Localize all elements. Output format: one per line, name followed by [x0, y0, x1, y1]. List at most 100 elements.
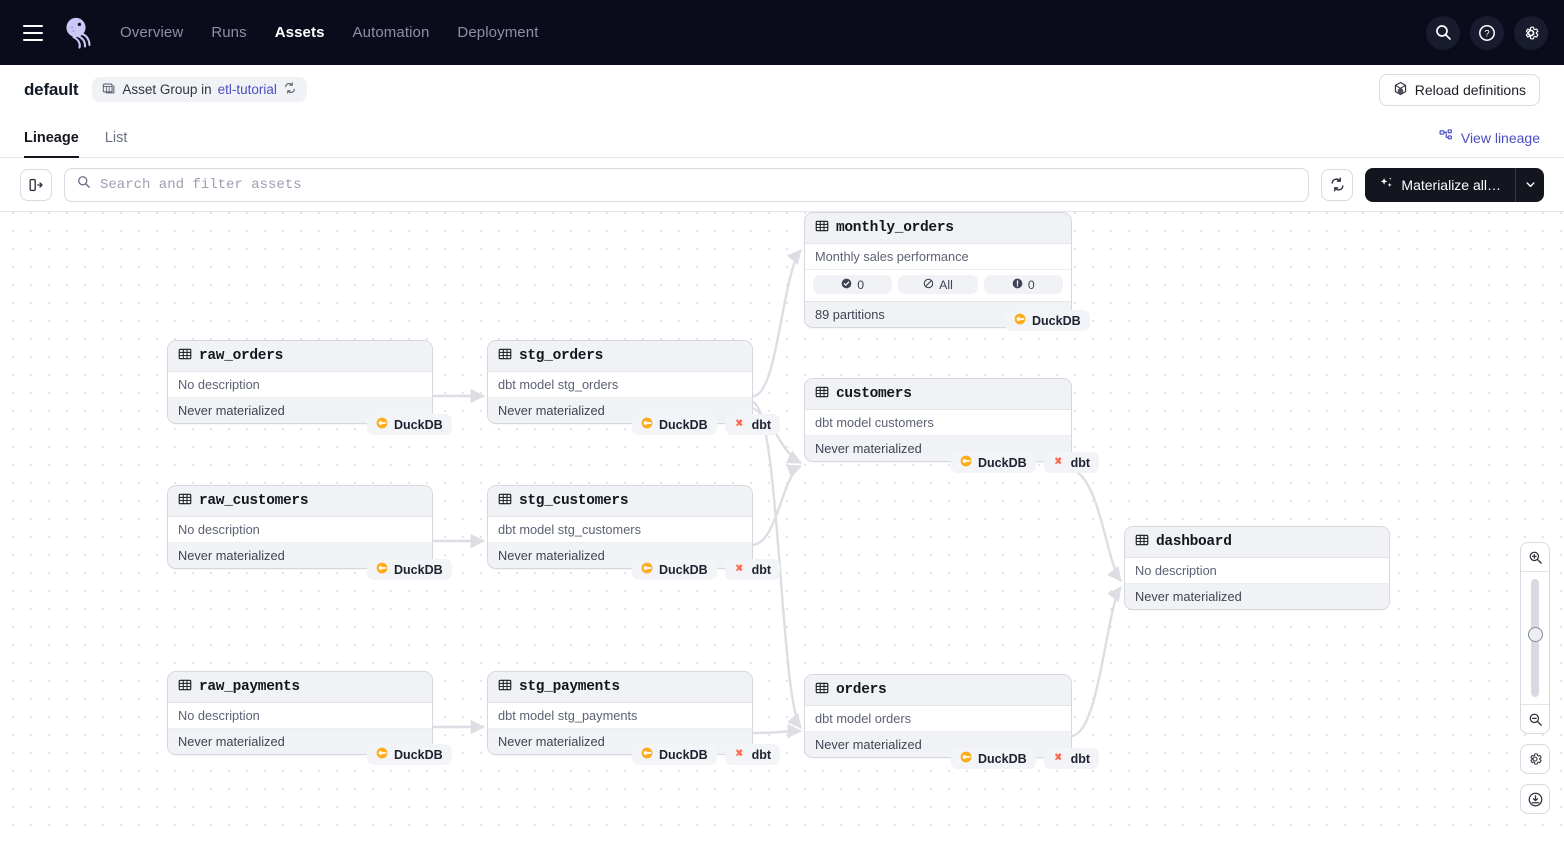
- zoom-slider-panel: [1520, 542, 1550, 734]
- exclamation-circle-icon: [1012, 278, 1023, 292]
- tag-duckdb[interactable]: DuckDB: [632, 414, 717, 435]
- asset-node-header: stg_payments: [488, 672, 752, 703]
- tab-lineage[interactable]: Lineage: [24, 130, 79, 158]
- lineage-graph-canvas[interactable]: monthly_orders Monthly sales performance…: [0, 212, 1564, 840]
- zoom-controls: [1520, 542, 1550, 814]
- asset-node-header: raw_payments: [168, 672, 432, 703]
- tag-label: dbt: [751, 417, 772, 432]
- tag-label: DuckDB: [394, 417, 443, 432]
- tag-dbt[interactable]: dbt: [724, 744, 781, 765]
- asset-node-header: stg_customers: [488, 486, 752, 517]
- top-navigation-bar: Overview Runs Assets Automation Deployme…: [0, 0, 1564, 65]
- asset-group-badge[interactable]: Asset Group in etl-tutorial: [92, 77, 307, 102]
- asset-group-badge-link[interactable]: etl-tutorial: [217, 82, 277, 97]
- hamburger-menu-icon[interactable]: [16, 16, 50, 50]
- asset-node-header: stg_orders: [488, 341, 752, 372]
- dagster-logo[interactable]: [58, 13, 98, 53]
- zoom-slider[interactable]: [1521, 572, 1549, 704]
- tab-bar: Lineage List View lineage: [0, 114, 1564, 158]
- asset-node-customers[interactable]: customers dbt model customers Never mate…: [804, 378, 1072, 462]
- asset-node-name: dashboard: [1156, 534, 1232, 550]
- tab-list[interactable]: List: [104, 130, 128, 146]
- nav-link-runs[interactable]: Runs: [211, 24, 247, 41]
- duckdb-icon: [376, 562, 388, 577]
- table-icon: [498, 678, 512, 696]
- view-lineage-link[interactable]: View lineage: [1439, 129, 1540, 147]
- asset-node-raw_orders[interactable]: raw_orders No description Never material…: [167, 340, 433, 424]
- divider: [1521, 704, 1549, 705]
- zoom-in-icon[interactable]: [1521, 543, 1549, 571]
- asset-node-name: stg_customers: [519, 493, 629, 509]
- asset-node-stg_payments[interactable]: stg_payments dbt model stg_payments Neve…: [487, 671, 753, 755]
- asset-node-orders[interactable]: orders dbt model orders Never materializ…: [804, 674, 1072, 758]
- asset-node-dashboard[interactable]: dashboard No description Never materiali…: [1124, 526, 1390, 610]
- search-input[interactable]: [100, 176, 1297, 193]
- asset-node-stg_orders[interactable]: stg_orders dbt model stg_orders Never ma…: [487, 340, 753, 424]
- slash-circle-icon: [923, 278, 934, 292]
- table-icon: [178, 492, 192, 510]
- tag-duckdb[interactable]: DuckDB: [632, 744, 717, 765]
- tag-dbt[interactable]: dbt: [1043, 748, 1100, 769]
- tag-label: dbt: [1070, 455, 1091, 470]
- asset-tags-stg_orders: DuckDB dbt: [632, 414, 781, 435]
- panel-expand-icon[interactable]: [20, 168, 52, 201]
- zoom-slider-thumb[interactable]: [1527, 627, 1543, 642]
- tag-label: dbt: [751, 747, 772, 762]
- tag-dbt[interactable]: dbt: [1043, 452, 1100, 473]
- partition-chip-value: 0: [857, 277, 865, 292]
- asset-node-raw_payments[interactable]: raw_payments No description Never materi…: [167, 671, 433, 755]
- asset-tags-monthly_orders: DuckDB: [1005, 310, 1090, 331]
- asset-node-description: dbt model customers: [805, 410, 1071, 436]
- dbt-icon: [1053, 751, 1065, 766]
- partition-chip-value: 0: [1027, 277, 1035, 292]
- asset-node-description: dbt model orders: [805, 706, 1071, 732]
- download-target-icon[interactable]: [1520, 784, 1550, 814]
- tag-duckdb[interactable]: DuckDB: [1005, 310, 1090, 331]
- reload-definitions-button[interactable]: Reload definitions: [1378, 73, 1540, 106]
- graph-settings-gear-icon[interactable]: [1520, 744, 1550, 774]
- asset-node-description: dbt model stg_customers: [488, 517, 752, 543]
- nav-link-assets[interactable]: Assets: [274, 24, 325, 41]
- search-icon[interactable]: [1426, 15, 1460, 50]
- help-icon[interactable]: ?: [1470, 15, 1504, 50]
- duckdb-icon: [960, 751, 972, 766]
- zoom-out-icon[interactable]: [1521, 705, 1549, 733]
- duckdb-icon: [641, 747, 653, 762]
- settings-icon[interactable]: [1514, 15, 1548, 50]
- sparkle-icon: [1379, 176, 1394, 194]
- tag-duckdb[interactable]: DuckDB: [367, 744, 452, 765]
- nav-link-deployment[interactable]: Deployment: [457, 24, 539, 41]
- asset-node-name: stg_payments: [519, 679, 620, 695]
- tag-label: DuckDB: [978, 751, 1027, 766]
- view-lineage-label: View lineage: [1460, 130, 1540, 146]
- tag-duckdb[interactable]: DuckDB: [951, 452, 1036, 473]
- refresh-graph-button[interactable]: [1321, 168, 1354, 201]
- nav-link-automation[interactable]: Automation: [352, 24, 430, 41]
- asset-tags-stg_payments: DuckDB dbt: [632, 744, 781, 765]
- chevron-down-icon[interactable]: [1516, 167, 1544, 202]
- duckdb-icon: [376, 747, 388, 762]
- tag-duckdb[interactable]: DuckDB: [632, 559, 717, 580]
- partition-chip-failed[interactable]: 0: [983, 275, 1063, 294]
- tag-duckdb[interactable]: DuckDB: [367, 559, 452, 580]
- tag-dbt[interactable]: dbt: [724, 559, 781, 580]
- partition-chip-missing[interactable]: All: [898, 275, 978, 294]
- duckdb-icon: [641, 562, 653, 577]
- tag-duckdb[interactable]: DuckDB: [951, 748, 1036, 769]
- asset-node-monthly_orders[interactable]: monthly_orders Monthly sales performance…: [804, 212, 1072, 328]
- asset-node-status: Never materialized: [488, 398, 752, 423]
- tag-dbt[interactable]: dbt: [724, 414, 781, 435]
- search-filter-box[interactable]: [64, 167, 1310, 202]
- materialize-all-button[interactable]: Materialize all…: [1365, 167, 1516, 202]
- nav-link-overview[interactable]: Overview: [120, 24, 184, 41]
- dbt-icon: [734, 417, 746, 432]
- partition-chip-materialized[interactable]: 0: [813, 275, 893, 294]
- asset-node-stg_customers[interactable]: stg_customers dbt model stg_customers Ne…: [487, 485, 753, 569]
- asset-tags-stg_customers: DuckDB dbt: [632, 559, 781, 580]
- asset-node-raw_customers[interactable]: raw_customers No description Never mater…: [167, 485, 433, 569]
- dbt-icon: [734, 747, 746, 762]
- refresh-icon[interactable]: [283, 81, 297, 98]
- materialize-button-group: Materialize all…: [1365, 167, 1544, 202]
- asset-node-header: dashboard: [1125, 527, 1389, 558]
- tag-duckdb[interactable]: DuckDB: [367, 414, 452, 435]
